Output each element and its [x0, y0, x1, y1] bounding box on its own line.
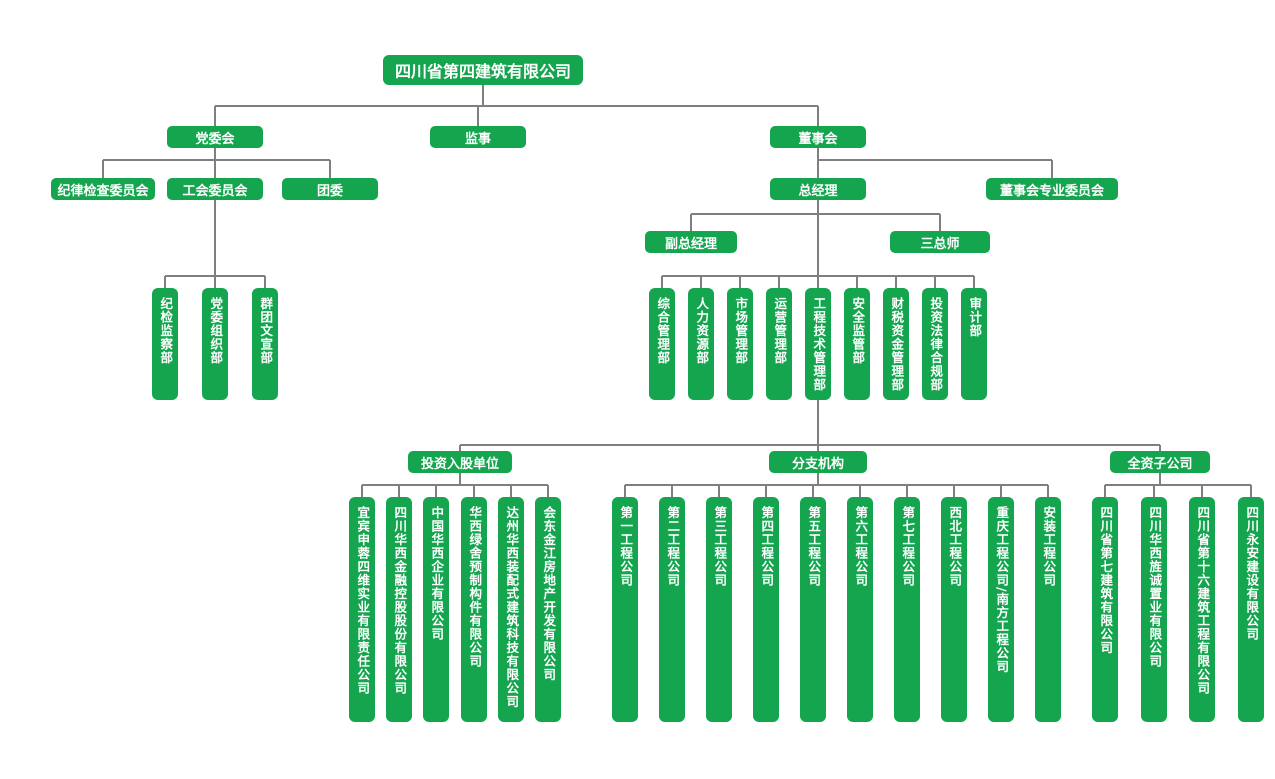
- node-party-committee[interactable]: 党委会: [167, 126, 263, 148]
- node-huidong-jinjiang-realty-company[interactable]: 会东金江房地产开发有限公司: [535, 497, 561, 722]
- node-label: 宜宾申蓉四维实业有限责任公司: [355, 506, 371, 695]
- node-label: 西北工程公司: [947, 506, 963, 587]
- node-root-company[interactable]: 四川省第四建筑有限公司: [383, 55, 583, 85]
- node-investment-legal-compliance-dept[interactable]: 投资法律合规部: [922, 288, 948, 400]
- node-label: 达州华西装配式建筑科技有限公司: [504, 506, 520, 709]
- node-engineering-company-5[interactable]: 第五工程公司: [800, 497, 826, 722]
- node-label: 重庆工程公司/南方工程公司: [994, 506, 1010, 674]
- node-label: 群团文宣部: [258, 297, 274, 365]
- node-label: 四川华西金融控股股份有限公司: [392, 506, 408, 695]
- node-general-manager[interactable]: 总经理: [770, 178, 866, 200]
- node-label: 纪检监察部: [158, 297, 174, 365]
- node-label: 四川华西旌诚置业有限公司: [1147, 506, 1163, 668]
- node-wholly-owned-subsidiaries[interactable]: 全资子公司: [1110, 451, 1210, 473]
- node-youth-league-committee[interactable]: 团委: [282, 178, 378, 200]
- node-engineering-company-4[interactable]: 第四工程公司: [753, 497, 779, 722]
- node-label: 市场管理部: [733, 297, 749, 365]
- node-human-resources-dept[interactable]: 人力资源部: [688, 288, 714, 400]
- node-market-management-dept[interactable]: 市场管理部: [727, 288, 753, 400]
- node-huaxi-jingcheng-realty-company[interactable]: 四川华西旌诚置业有限公司: [1141, 497, 1167, 722]
- node-installation-engineering-company[interactable]: 安装工程公司: [1035, 497, 1061, 722]
- node-label: 审计部: [967, 297, 983, 338]
- node-finance-tax-funds-management-dept[interactable]: 财税资金管理部: [883, 288, 909, 400]
- node-discipline-inspection-committee[interactable]: 纪律检查委员会: [51, 178, 155, 200]
- node-party-organization-dept[interactable]: 党委组织部: [202, 288, 228, 400]
- node-board-special-committee[interactable]: 董事会专业委员会: [986, 178, 1118, 200]
- node-labor-union-committee[interactable]: 工会委员会: [167, 178, 263, 200]
- node-label: 综合管理部: [655, 297, 671, 365]
- node-label: 第二工程公司: [665, 506, 681, 587]
- node-engineering-company-7[interactable]: 第七工程公司: [894, 497, 920, 722]
- node-branch-organizations[interactable]: 分支机构: [769, 451, 867, 473]
- node-engineering-technology-management-dept[interactable]: 工程技术管理部: [805, 288, 831, 400]
- node-deputy-general-manager[interactable]: 副总经理: [645, 231, 737, 253]
- node-label: 会东金江房地产开发有限公司: [541, 506, 557, 682]
- node-label: 华西绿舍预制构件有限公司: [467, 506, 483, 668]
- node-northwest-engineering-company[interactable]: 西北工程公司: [941, 497, 967, 722]
- node-engineering-company-2[interactable]: 第二工程公司: [659, 497, 685, 722]
- node-yongan-construction-company[interactable]: 四川永安建设有限公司: [1238, 497, 1264, 722]
- node-label: 工程技术管理部: [811, 297, 827, 392]
- node-label: 中国华西企业有限公司: [429, 506, 445, 641]
- node-yibin-shenrong-company[interactable]: 宜宾申蓉四维实业有限责任公司: [349, 497, 375, 722]
- node-label: 第一工程公司: [618, 506, 634, 587]
- node-label: 第三工程公司: [712, 506, 728, 587]
- node-safety-supervision-dept[interactable]: 安全监管部: [844, 288, 870, 400]
- node-label: 安全监管部: [850, 297, 866, 365]
- node-label: 第四工程公司: [759, 506, 775, 587]
- node-discipline-supervision-dept[interactable]: 纪检监察部: [152, 288, 178, 400]
- node-label: 运营管理部: [772, 297, 788, 365]
- node-operations-management-dept[interactable]: 运营管理部: [766, 288, 792, 400]
- node-label: 第七工程公司: [900, 506, 916, 587]
- node-label: 四川省第七建筑有限公司: [1098, 506, 1114, 655]
- node-board-of-directors[interactable]: 董事会: [770, 126, 866, 148]
- node-invested-units[interactable]: 投资入股单位: [408, 451, 512, 473]
- node-label: 财税资金管理部: [889, 297, 905, 392]
- node-general-management-dept[interactable]: 综合管理部: [649, 288, 675, 400]
- node-sichuan-no16-construction-company[interactable]: 四川省第十六建筑工程有限公司: [1189, 497, 1215, 722]
- node-label: 四川永安建设有限公司: [1244, 506, 1260, 641]
- node-label: 第六工程公司: [853, 506, 869, 587]
- node-audit-dept[interactable]: 审计部: [961, 288, 987, 400]
- node-three-chief-engineers[interactable]: 三总师: [890, 231, 990, 253]
- node-sichuan-no7-construction-company[interactable]: 四川省第七建筑有限公司: [1092, 497, 1118, 722]
- node-engineering-company-6[interactable]: 第六工程公司: [847, 497, 873, 722]
- node-label: 安装工程公司: [1041, 506, 1057, 587]
- node-huaxi-financial-holding-company[interactable]: 四川华西金融控股股份有限公司: [386, 497, 412, 722]
- node-label: 投资法律合规部: [928, 297, 944, 392]
- node-engineering-company-3[interactable]: 第三工程公司: [706, 497, 732, 722]
- node-huaxi-lvshe-precast-company[interactable]: 华西绿舍预制构件有限公司: [461, 497, 487, 722]
- node-dazhou-huaxi-prefab-company[interactable]: 达州华西装配式建筑科技有限公司: [498, 497, 524, 722]
- node-label: 第五工程公司: [806, 506, 822, 587]
- node-china-huaxi-company[interactable]: 中国华西企业有限公司: [423, 497, 449, 722]
- node-chongqing-southern-engineering-company[interactable]: 重庆工程公司/南方工程公司: [988, 497, 1014, 722]
- node-mass-org-culture-publicity-dept[interactable]: 群团文宣部: [252, 288, 278, 400]
- node-engineering-company-1[interactable]: 第一工程公司: [612, 497, 638, 722]
- node-label: 党委组织部: [208, 297, 224, 365]
- node-label: 人力资源部: [694, 297, 710, 365]
- node-supervisor[interactable]: 监事: [430, 126, 526, 148]
- node-label: 四川省第十六建筑工程有限公司: [1195, 506, 1211, 695]
